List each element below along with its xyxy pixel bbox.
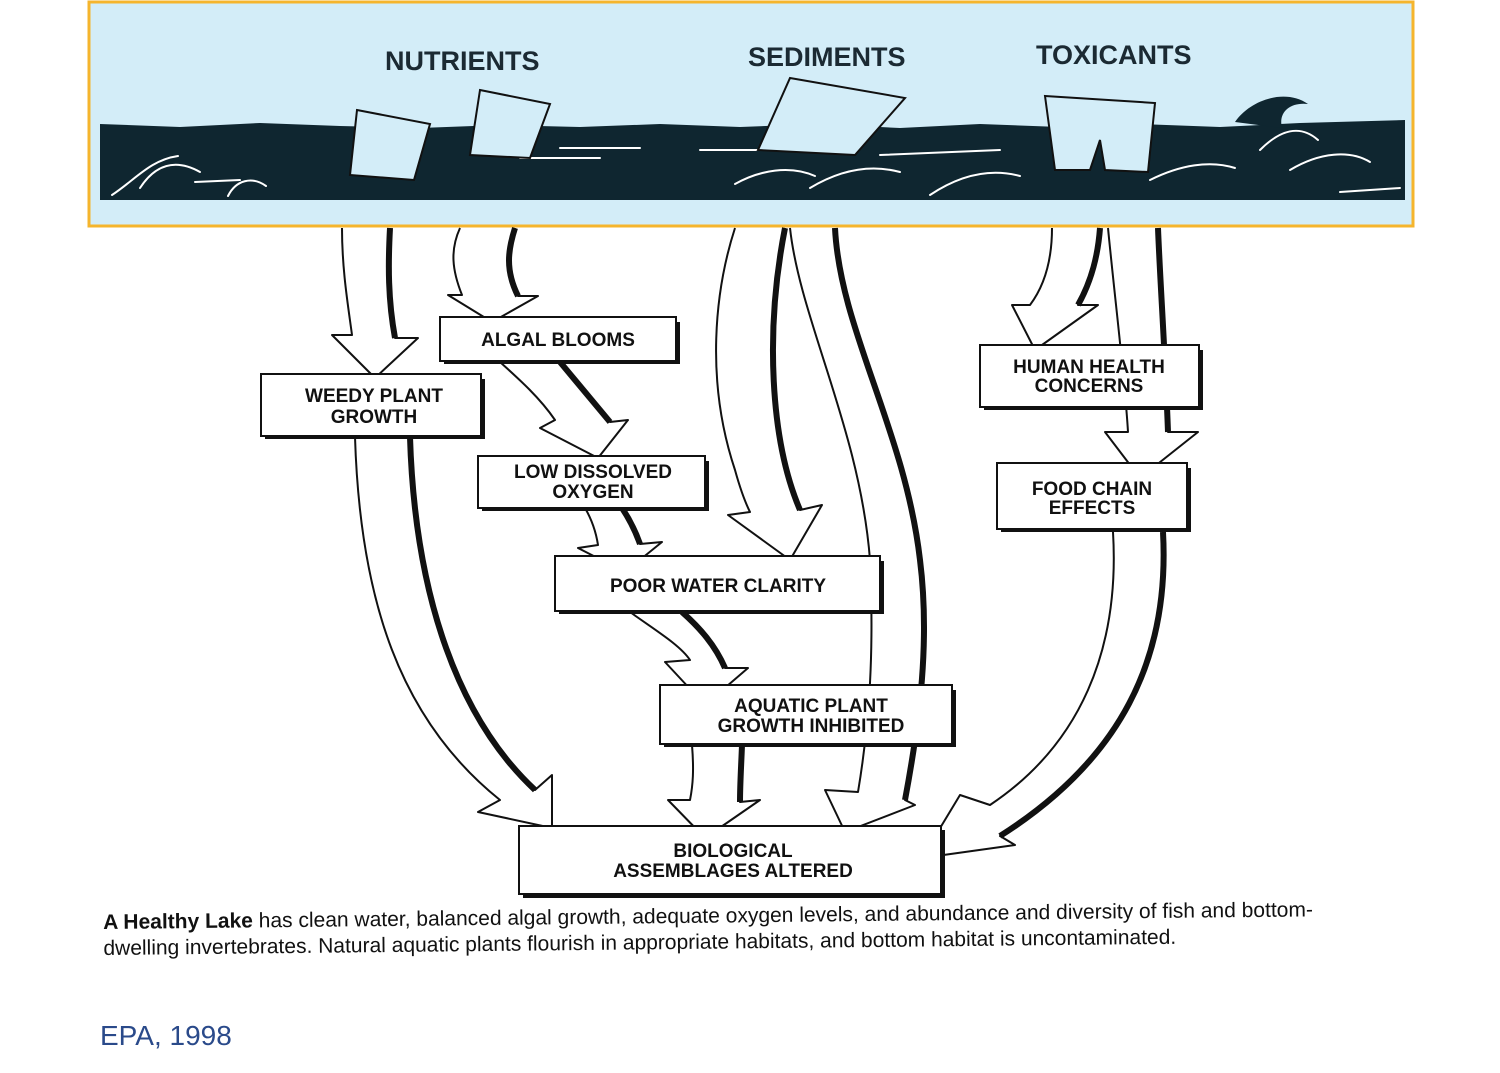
arrow-nutrients-to-weedy-plant-growth	[331, 227, 419, 379]
wave-lines	[111, 130, 1401, 197]
toxicants-label: TOXICANTS	[1036, 40, 1192, 70]
source-citation: EPA, 1998	[100, 1020, 232, 1051]
boxes: ALGAL BLOOMS WEEDY PLANT GROWTH LOW DISS…	[260, 316, 1203, 898]
arrow-toxicants-to-human-health	[1011, 227, 1103, 351]
weedy-plant-growth-line-1: WEEDY PLANT	[305, 386, 443, 407]
box-human-health-concerns: HUMAN HEALTH CONCERNS	[979, 344, 1203, 410]
box-aquatic-plant-growth-inhibited: AQUATIC PLANT GROWTH INHIBITED	[659, 684, 956, 747]
box-low-dissolved-oxygen: LOW DISSOLVED OXYGEN	[477, 455, 709, 511]
low-dissolved-oxygen-line-1: LOW DISSOLVED	[514, 462, 672, 483]
poor-water-clarity-line-1: POOR WATER CLARITY	[610, 576, 826, 597]
highlight-frame	[87, 0, 1415, 228]
low-dissolved-oxygen-line-2: OXYGEN	[552, 482, 633, 503]
human-health-concerns-line-1: HUMAN HEALTH	[1013, 357, 1165, 378]
sediment-sheet	[756, 76, 907, 157]
nutrients-label: NUTRIENTS	[385, 46, 540, 76]
nutrient-sheet-1	[348, 108, 432, 182]
nutrient-sheet-2	[468, 88, 552, 160]
aquatic-plant-growth-inhibited-line-1: AQUATIC PLANT	[734, 696, 888, 717]
biological-assemblages-altered-line-2: ASSEMBLAGES ALTERED	[613, 861, 853, 882]
wave-crest	[1235, 96, 1308, 128]
biological-assemblages-altered-line-1: BIOLOGICAL	[673, 841, 793, 862]
sediments-label: SEDIMENTS	[748, 42, 906, 72]
arrow-algal-blooms-to-low-dissolved-oxygen	[499, 360, 629, 459]
pollutant-sheets	[348, 76, 1157, 182]
box-algal-blooms: ALGAL BLOOMS	[439, 316, 680, 364]
box-biological-assemblages-altered: BIOLOGICAL ASSEMBLAGES ALTERED	[518, 825, 945, 898]
caption-body: has clean water, balanced algal growth, …	[103, 898, 1313, 960]
food-chain-effects-line-1: FOOD CHAIN	[1032, 479, 1152, 500]
box-poor-water-clarity: POOR WATER CLARITY	[554, 555, 884, 614]
arrow-sediments-to-poor-water-clarity	[715, 227, 823, 561]
header-panel: NUTRIENTS SEDIMENTS TOXICANTS	[87, 0, 1415, 228]
arrow-weedy-plant-growth-to-biological-assemblages	[354, 436, 553, 829]
arrows	[331, 227, 1199, 859]
aquatic-plant-growth-inhibited-line-2: GROWTH INHIBITED	[718, 716, 905, 737]
weedy-plant-growth-line-2: GROWTH	[331, 407, 418, 428]
human-health-concerns-line-2: CONCERNS	[1035, 376, 1144, 397]
arrow-food-chain-to-biological-assemblages	[921, 531, 1167, 859]
caption-lead: A Healthy Lake	[103, 909, 254, 934]
lake-water-surface	[100, 120, 1405, 200]
toxicant-sheet	[1043, 94, 1157, 174]
arrow-aquatic-plant-growth-to-biological-assemblages	[667, 744, 761, 839]
box-weedy-plant-growth: WEEDY PLANT GROWTH	[260, 373, 485, 439]
food-chain-effects-line-2: EFFECTS	[1049, 498, 1136, 519]
box-food-chain-effects: FOOD CHAIN EFFECTS	[996, 462, 1191, 532]
arrow-nutrients-to-algal-blooms	[447, 227, 539, 323]
algal-blooms-line-1: ALGAL BLOOMS	[481, 330, 635, 351]
